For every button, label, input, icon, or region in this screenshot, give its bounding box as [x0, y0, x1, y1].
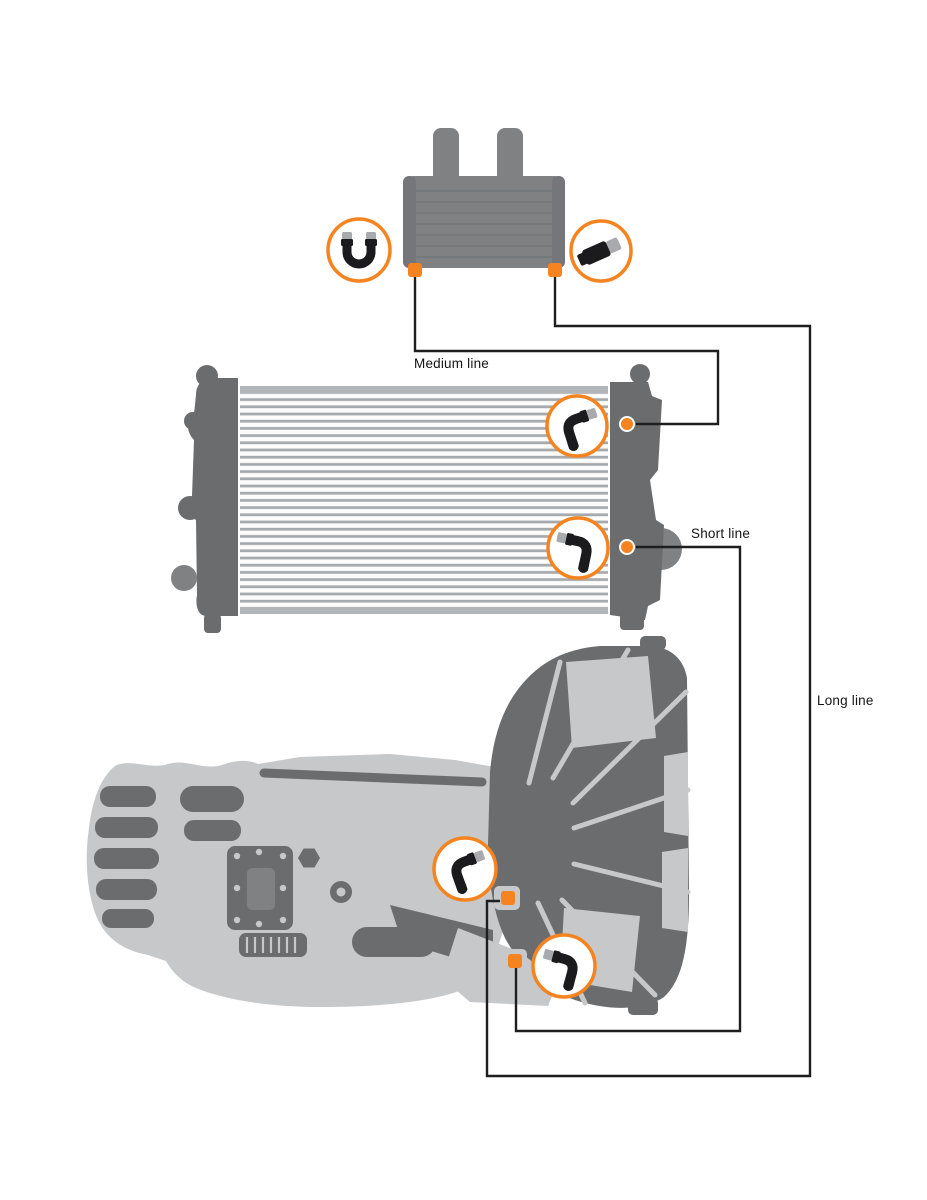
- transmission-cooler: [403, 128, 565, 268]
- elbow-hose-fitting-icon: [545, 394, 607, 458]
- port-markers: [408, 263, 635, 968]
- short-line-path: [514, 545, 742, 1033]
- cooler-left-port: [408, 263, 422, 277]
- gasket-plate: [227, 846, 293, 930]
- radiator-upper-port: [619, 416, 635, 432]
- cooler-right-port: [548, 263, 562, 277]
- radiator-right-tank: [610, 382, 664, 620]
- short-line-label: Short line: [691, 526, 751, 541]
- radiator-lower-port: [619, 539, 635, 555]
- radiator: [171, 364, 682, 633]
- straight-hose-fitting-icon: [569, 219, 633, 283]
- cooler-mount-tab-right: [497, 128, 523, 188]
- fitting-callouts: [326, 217, 633, 999]
- tail-housing-slots: [94, 786, 159, 928]
- elbow-hose-fitting-icon: [432, 836, 496, 902]
- pan-tongue: [442, 928, 558, 1006]
- medium-line-label: Medium line: [414, 356, 489, 371]
- connection-lines: [413, 271, 812, 1078]
- u-bend-hose-fitting-icon: [326, 217, 392, 283]
- medium-line-path: [413, 271, 720, 426]
- transmission: [86, 636, 691, 1015]
- transmission-lower-port: [508, 954, 522, 968]
- hex-plug: [298, 848, 320, 868]
- long-line-label: Long line: [817, 693, 874, 708]
- elbow-hose-fitting-icon: [546, 516, 610, 580]
- long-line-path: [485, 271, 812, 1078]
- radiator-left-tank: [188, 378, 238, 616]
- cooler-mount-tab-left: [433, 128, 459, 188]
- elbow-hose-fitting-icon: [531, 933, 597, 999]
- cooler-fins: [412, 190, 556, 258]
- transmission-upper-port: [501, 891, 515, 905]
- ribbed-section: [239, 933, 307, 957]
- cooler-body: [403, 176, 565, 268]
